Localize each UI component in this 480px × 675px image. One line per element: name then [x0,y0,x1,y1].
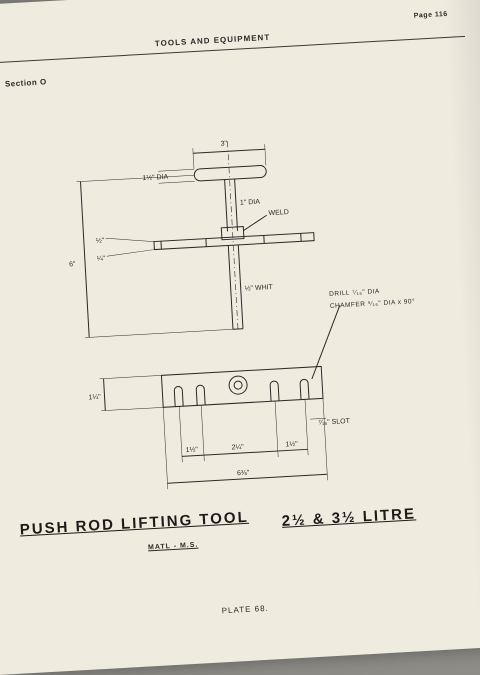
t-handle [194,165,267,181]
note-drill: DRILL ⁷⁄₁₆" DIA [329,288,380,298]
dim-spacing-1: 1½" [185,445,198,454]
cross-bar [154,233,314,250]
dim-shaft-dia: 1" DIA [240,199,261,207]
centre-boss [229,376,248,395]
dim-quarter: ¼" [97,255,106,262]
dim-plate-height: 1¼" [88,394,101,402]
dim-overall-width: 6⅜" [237,470,250,478]
note-chamfer: CHAMFER ⁹⁄₁₆" DIA x 90° [330,297,416,310]
dim-overall-height: 6" [69,261,76,268]
dim-handle-length: 3" [220,140,227,147]
dim-spacing-3: 1½" [285,440,298,449]
dim-handle-dia: 1½" DIA [142,173,169,182]
dim-slot: ⁷⁄₁₆" SLOT [318,418,351,427]
dim-spacing-2: 2¼" [231,444,244,452]
dim-half: ½" [96,236,105,244]
dim-thread: ½" WHIT [245,283,274,293]
dim-weld: WELD [268,209,289,217]
